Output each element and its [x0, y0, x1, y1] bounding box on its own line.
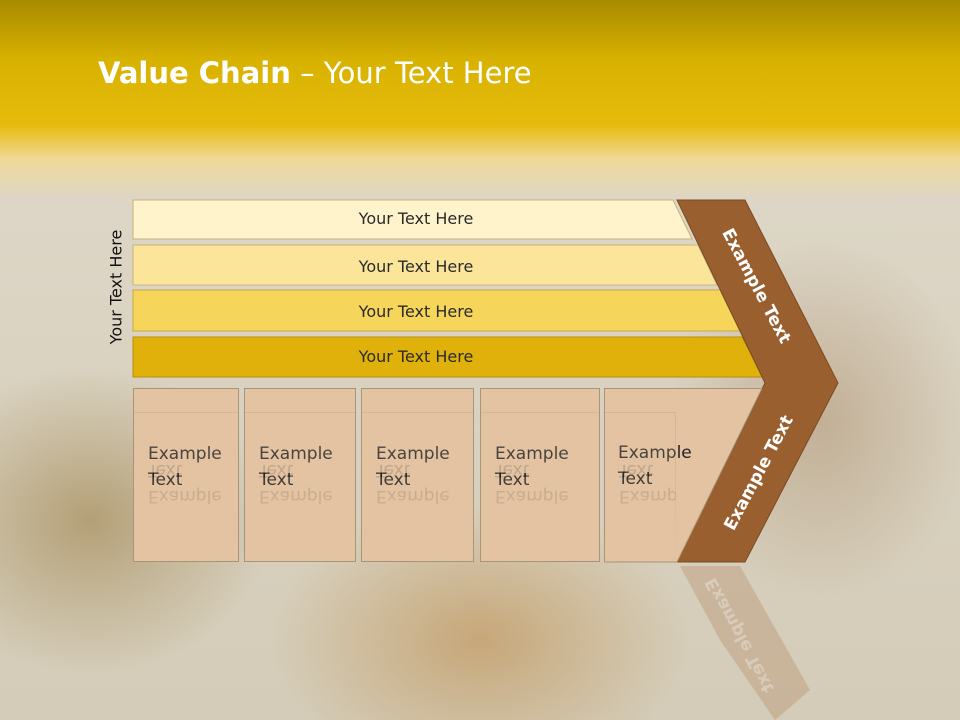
- bar-4-label: Your Text Here: [358, 347, 474, 366]
- bar-2[interactable]: [132, 244, 718, 286]
- bar-1[interactable]: [132, 199, 693, 240]
- example-box-3-line2: Text: [376, 470, 411, 490]
- chevron-reflection: [680, 566, 810, 720]
- example-box-1-reflection: Example Text: [133, 412, 239, 562]
- example-box-5-shape: [604, 388, 763, 563]
- example-box-4-reflection: Example Text: [480, 412, 600, 562]
- slide-title: Value Chain – Your Text Here: [98, 56, 532, 90]
- bar-3-label: Your Text Here: [358, 302, 474, 321]
- example-box-5-text: Example Text: [618, 440, 692, 492]
- reflection-5-line2: Text: [619, 460, 654, 480]
- example-box-2-line2: Text: [259, 470, 294, 490]
- example-box-3-reflection: Example Text: [361, 412, 474, 562]
- example-box-2-line1: Example: [259, 444, 333, 464]
- chevron-shape[interactable]: [676, 199, 839, 563]
- reflection-2-line2: Text: [259, 460, 294, 480]
- example-box-3-line1: Example: [376, 444, 450, 464]
- reflection-3-line2: Text: [376, 460, 411, 480]
- example-box-2-reflection: Example Text: [244, 412, 356, 562]
- example-box-5-line2: Text: [618, 469, 653, 489]
- title-bold: Value Chain: [98, 56, 291, 90]
- example-box-1-line1: Example: [148, 444, 222, 464]
- example-box-3[interactable]: Example Text: [361, 388, 474, 562]
- title-rest: – Your Text Here: [290, 56, 532, 90]
- reflection-1-line2: Text: [148, 460, 183, 480]
- reflection-3-line1: Example: [376, 486, 450, 506]
- example-box-5-reflection: Example Text: [604, 412, 693, 562]
- example-box-5-line1: Example: [618, 443, 692, 463]
- example-box-4[interactable]: Example Text: [480, 388, 600, 562]
- example-box-1[interactable]: Example Text: [133, 388, 239, 562]
- reflection-4-line2: Text: [495, 460, 530, 480]
- reflection-2-line1: Example: [259, 486, 333, 506]
- reflection-1-line1: Example: [148, 486, 222, 506]
- bar-2-label: Your Text Here: [358, 257, 474, 276]
- example-box-1-line2: Text: [148, 470, 183, 490]
- bar-1-label: Your Text Here: [358, 209, 474, 228]
- example-box-4-line1: Example: [495, 444, 569, 464]
- example-box-2[interactable]: Example Text: [244, 388, 356, 562]
- example-box-4-line2: Text: [495, 470, 530, 490]
- reflection-4-line1: Example: [495, 486, 569, 506]
- reflection-5-line1: Example: [619, 486, 693, 506]
